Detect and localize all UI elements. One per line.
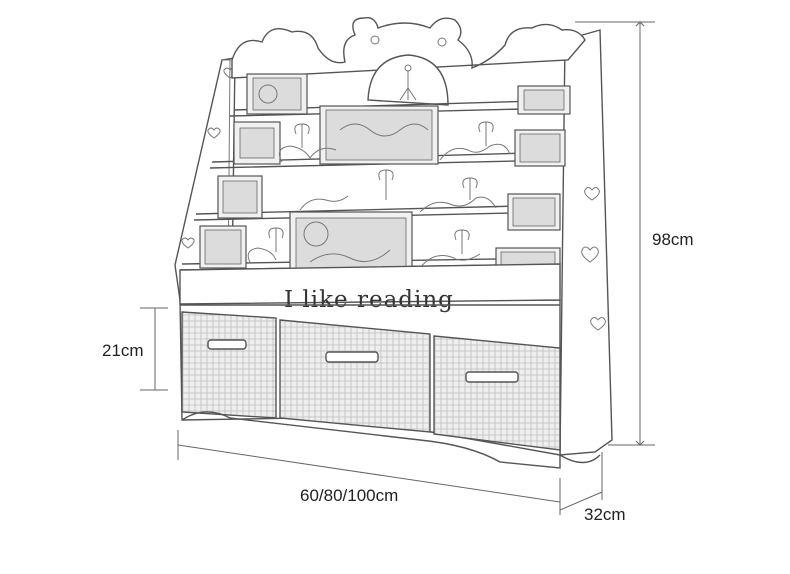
storage-bin [181,311,277,419]
height-label: 98cm [652,230,694,249]
storage-bin [279,319,431,433]
storage-bins [180,304,561,451]
dimension-bin-height: 21cm [102,307,168,391]
dimension-height: 98cm [575,21,694,446]
bin-handle [465,371,519,383]
slogan-text: I like reading [284,287,454,313]
bin-height-label: 21cm [102,341,144,360]
bracket-ornament-icon [247,121,511,269]
side-panel [559,29,613,464]
bear-head-icon [370,35,447,47]
depth-label: 32cm [584,505,626,524]
heart-icon [581,187,606,331]
bin-handle [325,351,379,363]
bin-handle [207,339,247,350]
storage-bin [433,335,561,451]
crown-top [231,17,586,106]
dimension-depth: 32cm [559,452,626,524]
slogan-board: I like reading [179,263,561,313]
base [181,411,561,469]
width-label: 60/80/100cm [300,486,398,505]
dimension-width: 60/80/100cm [177,430,561,515]
clock-icon [367,54,449,106]
books [199,73,571,295]
